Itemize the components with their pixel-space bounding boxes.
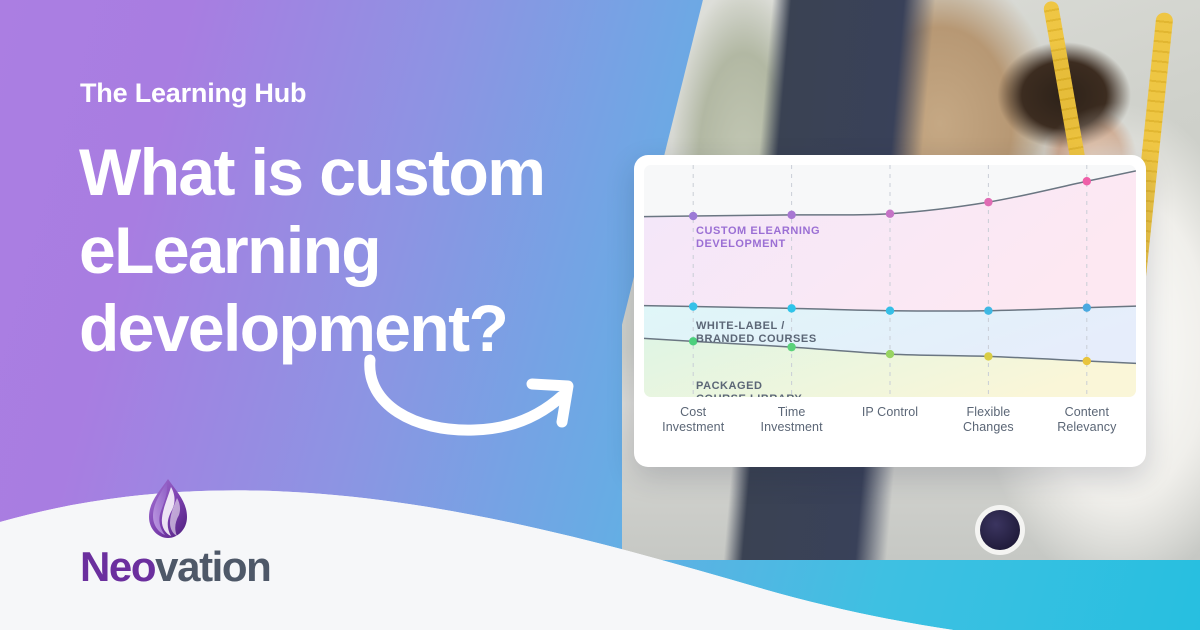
band-label-line1: WHITE-LABEL / <box>696 320 785 332</box>
data-point-0-4[interactable] <box>1082 177 1091 186</box>
chart-plot-area: CUSTOM ELEARNING DEVELOPMENT WHITE-LABEL… <box>644 165 1136 397</box>
x-axis-tick-line1: IP Control <box>861 405 919 419</box>
stacked-area-chart <box>644 165 1136 397</box>
data-point-2-4[interactable] <box>1082 356 1091 366</box>
x-axis-tick-line2: Relevancy <box>1057 420 1117 434</box>
chart-band-2 <box>644 338 1136 397</box>
neovation-flame-icon <box>149 479 187 538</box>
x-axis-tick-line2: Investment <box>662 420 725 434</box>
x-axis-tick-line1: Flexible <box>966 405 1011 419</box>
band-label-line1: PACKAGED <box>696 380 763 392</box>
curved-arrow-icon <box>364 354 574 436</box>
brand-logo: Neovation <box>80 478 280 590</box>
band-label-packaged-library: PACKAGED COURSE LIBRARY <box>696 380 802 397</box>
band-label-line2: DEVELOPMENT <box>696 238 786 250</box>
chart-band-1 <box>644 305 1136 364</box>
x-axis-tick-line1: Time <box>777 405 806 419</box>
data-point-1-0[interactable] <box>689 302 698 311</box>
band-label-white-label: WHITE-LABEL / BRANDED COURSES <box>696 320 817 346</box>
data-point-2-1[interactable] <box>787 342 796 352</box>
wristwatch <box>980 510 1020 550</box>
data-point-2-2[interactable] <box>885 349 895 359</box>
data-point-1-1[interactable] <box>787 304 796 313</box>
band-label-line2: COURSE LIBRARY <box>696 393 802 397</box>
x-axis-tick-2: IP Control <box>841 405 939 435</box>
data-point-0-3[interactable] <box>984 197 993 207</box>
data-point-1-3[interactable] <box>984 306 993 315</box>
x-axis-tick-line1: Content <box>1064 405 1110 419</box>
chart-card: CUSTOM ELEARNING DEVELOPMENT WHITE-LABEL… <box>634 155 1146 467</box>
band-label-custom-elearning: CUSTOM ELEARNING DEVELOPMENT <box>696 225 820 251</box>
eyebrow-text: The Learning Hub <box>80 78 307 108</box>
page-title: What is custom eLearning development? <box>79 135 546 365</box>
data-point-1-4[interactable] <box>1082 303 1091 312</box>
data-point-2-0[interactable] <box>689 337 698 346</box>
neovation-wordmark: Neovation <box>80 544 280 590</box>
logo-word-neo: Neo <box>80 543 157 590</box>
x-axis-tick-line2: Changes <box>963 420 1014 434</box>
x-axis-tick-line1: Cost <box>680 405 707 419</box>
data-point-0-2[interactable] <box>885 209 895 218</box>
data-point-0-0[interactable] <box>689 211 698 221</box>
logo-word-vation: vation <box>155 543 272 590</box>
data-point-2-3[interactable] <box>984 352 993 361</box>
wave-divider <box>0 490 1200 630</box>
band-label-line2: BRANDED COURSES <box>696 333 817 345</box>
data-point-0-1[interactable] <box>787 210 796 220</box>
band-label-line1: CUSTOM ELEARNING <box>696 225 821 237</box>
x-axis-tick-line2: Investment <box>760 420 823 434</box>
data-point-1-2[interactable] <box>885 306 895 315</box>
